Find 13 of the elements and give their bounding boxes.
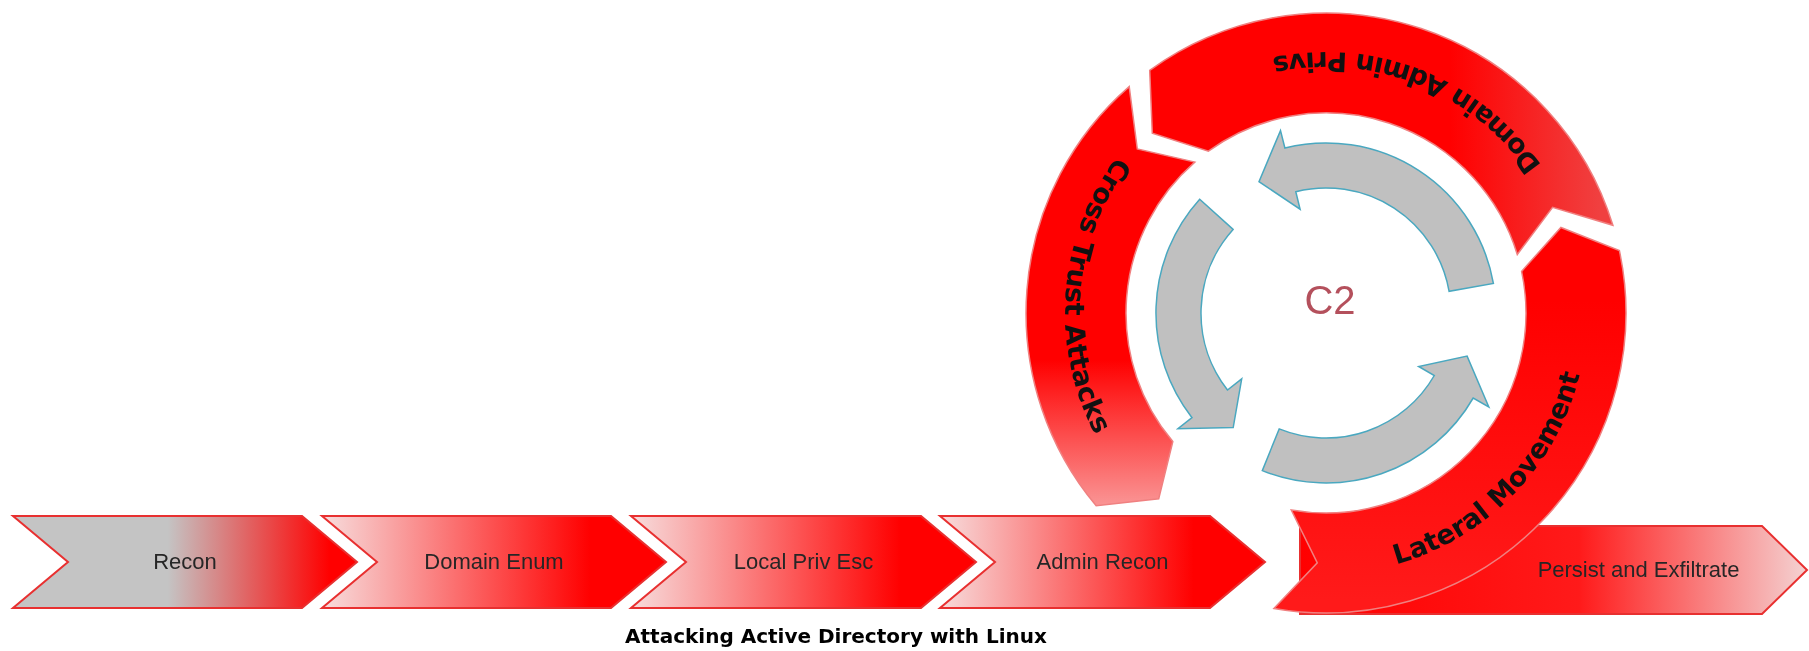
step-label: Admin Recon (1036, 549, 1169, 575)
caption: Attacking Active Directory with Linux (625, 624, 1047, 648)
chevron-step (322, 516, 666, 608)
curved-arrow-segment (1147, 11, 1615, 257)
chevron-step (940, 516, 1265, 608)
curved-arrow-segment (1024, 84, 1197, 508)
step-label: Local Priv Esc (733, 549, 874, 575)
chevron-step (631, 516, 976, 608)
step-label: Recon (153, 549, 217, 575)
step-label: Persist and Exfiltrate (1537, 557, 1740, 583)
center-label: C2 (1304, 277, 1356, 323)
step-label: Domain Enum (424, 549, 564, 575)
chevron-step (13, 516, 357, 608)
